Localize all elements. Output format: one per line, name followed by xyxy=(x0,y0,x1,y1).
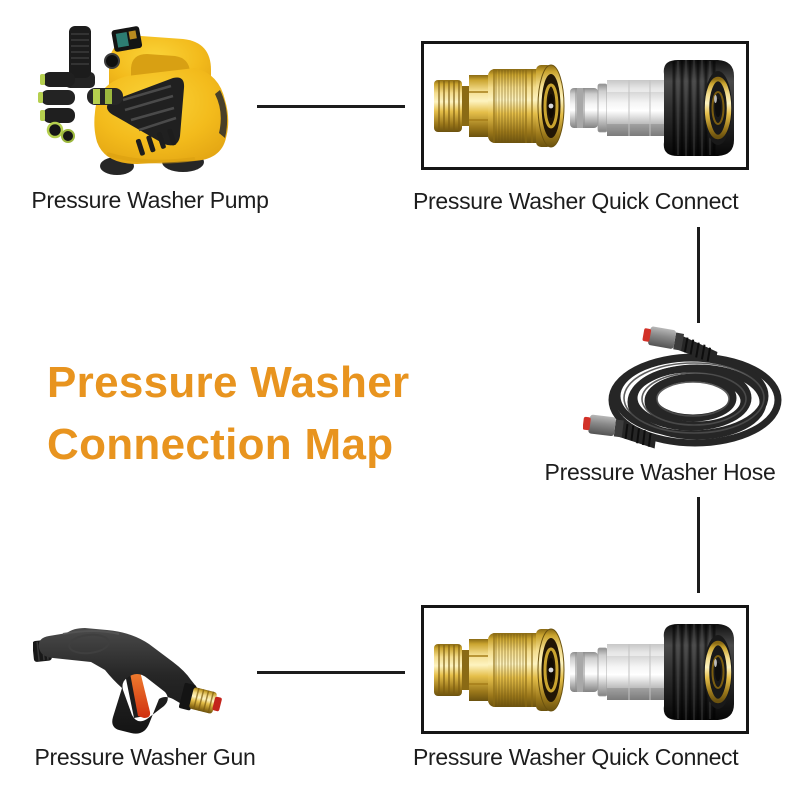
quick-connect-top-label: Pressure Washer Quick Connect xyxy=(413,188,739,214)
pump-image xyxy=(35,14,235,189)
page-title: Pressure Washer Connection Map xyxy=(47,352,409,476)
page-title-line1: Pressure Washer xyxy=(47,358,410,407)
quick-connect-box-top xyxy=(421,41,749,170)
quick-connect-box-bottom xyxy=(421,605,749,734)
quick-connect-icon xyxy=(424,44,746,167)
gun-image xyxy=(32,624,225,747)
pressure-washer-pump-icon xyxy=(38,26,229,175)
pump-label: Pressure Washer Pump xyxy=(31,187,269,213)
quick-connect-icon xyxy=(424,608,746,731)
quick-connect-bottom-label: Pressure Washer Quick Connect xyxy=(413,744,739,770)
line-pump-to-quick-connect xyxy=(257,105,405,108)
hose-label: Pressure Washer Hose xyxy=(544,459,776,485)
line-gun-to-quick-connect xyxy=(257,671,405,674)
gun-label: Pressure Washer Gun xyxy=(34,744,256,770)
line-hose-to-quick-connect xyxy=(697,497,700,593)
line-quick-connect-to-hose xyxy=(697,227,700,323)
pressure-washer-hose-icon xyxy=(582,326,782,449)
hose-image xyxy=(582,322,795,459)
page-title-line2: Connection Map xyxy=(47,420,394,469)
pressure-washer-gun-icon xyxy=(32,628,222,734)
